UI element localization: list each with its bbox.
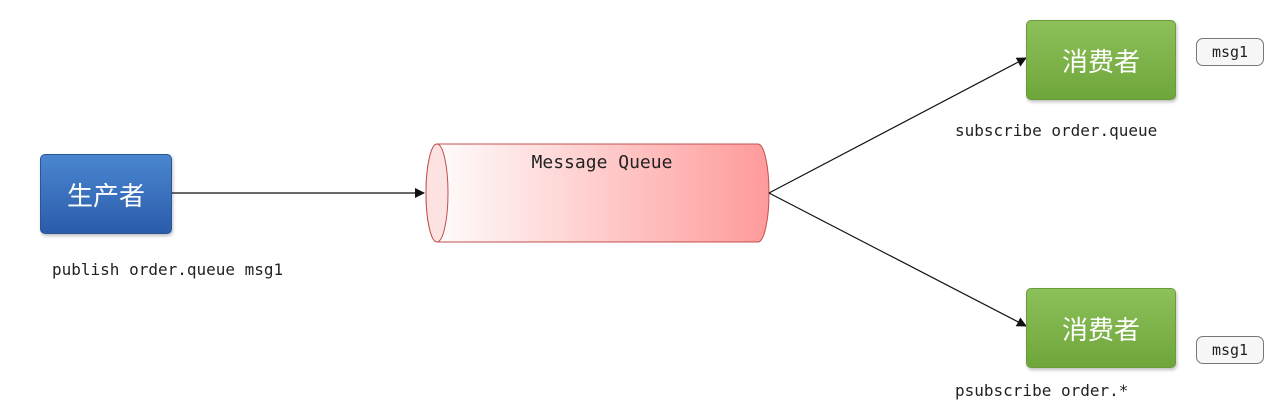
message-queue-cylinder — [425, 143, 770, 243]
message-badge-2: msg1 — [1196, 336, 1264, 364]
consumer-label-1: 消费者 — [1061, 47, 1140, 78]
consumer-label-2: 消费者 — [1061, 315, 1140, 346]
publish-command: publish order.queue msg1 — [52, 260, 284, 279]
psubscribe-arrow — [768, 192, 1027, 327]
producer-node: 生产者 — [40, 154, 172, 234]
message-badge-1: msg1 — [1196, 38, 1264, 66]
queue-label: Message Queue — [532, 152, 673, 173]
psubscribe-command: psubscribe order.* — [955, 381, 1129, 400]
subscribe-command: subscribe order.queue — [955, 121, 1158, 140]
consumer-node-2: 消费者 — [1026, 288, 1176, 368]
subscribe-arrow — [768, 57, 1027, 194]
consumer-node-1: 消费者 — [1026, 20, 1176, 100]
producer-label: 生产者 — [66, 181, 145, 212]
